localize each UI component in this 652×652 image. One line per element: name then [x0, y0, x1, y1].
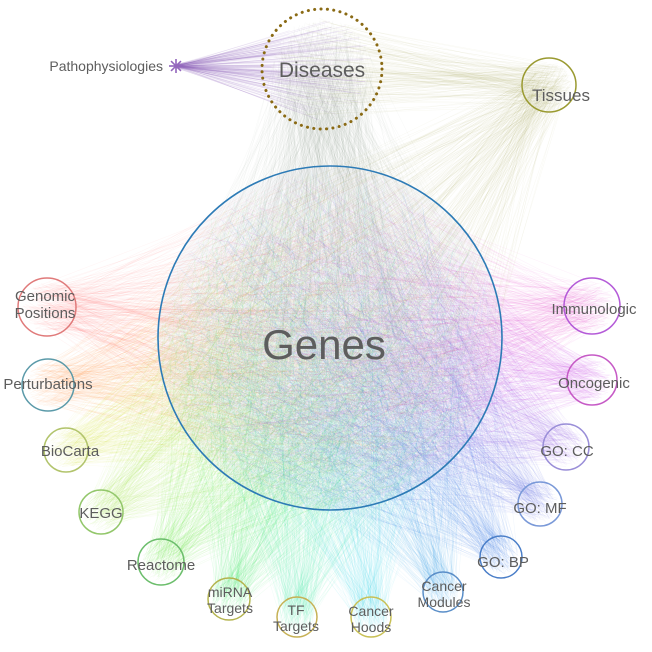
edge-bundle-tissues-diseases	[273, 18, 571, 118]
node-oncogenic[interactable]: Oncogenic	[558, 354, 630, 406]
node-circle-go-mf[interactable]	[517, 481, 563, 527]
node-circle-cancer-hoods[interactable]	[350, 596, 392, 638]
edge-bundle-kegg-genes	[82, 173, 488, 531]
edge-bundle-perturbations-genes	[25, 175, 496, 497]
node-label-reactome[interactable]: Reactome	[127, 557, 195, 574]
node-circle-oncogenic[interactable]	[566, 354, 618, 406]
node-circle-genes[interactable]	[157, 165, 503, 511]
edge-bundle-oncogenic-genes	[167, 173, 613, 506]
edge-bundle-pathophysiologies-diseases	[174, 20, 371, 120]
node-circle-biocarta[interactable]	[43, 427, 89, 473]
node-circle-tissues[interactable]	[521, 57, 577, 113]
node-label-biocarta[interactable]: BioCarta	[41, 443, 100, 460]
node-label-genes[interactable]: Genes	[262, 321, 386, 368]
node-circle-cancer-modules[interactable]	[422, 571, 464, 613]
edge-bundle-immunologic-genes	[163, 178, 616, 504]
edge-bundle-cancer-modules-genes	[168, 170, 495, 609]
pathophysiologies-star-icon[interactable]	[169, 59, 183, 73]
node-go-bp[interactable]: GO: BP	[477, 535, 529, 579]
edge-bundles	[22, 18, 616, 634]
edge-bundle-mirna-targets-genes	[167, 189, 492, 616]
edge-bundle-cancer-hoods-genes	[162, 169, 491, 634]
edge-bundle-biocarta-genes	[47, 169, 490, 497]
node-go-cc[interactable]: GO: CC	[540, 423, 594, 471]
node-genes[interactable]: Genes	[157, 165, 503, 511]
node-label-kegg[interactable]: KEGG	[79, 505, 122, 522]
node-immunologic[interactable]: Immunologic	[551, 277, 637, 335]
node-circle-reactome[interactable]	[137, 538, 185, 586]
node-pathophysiologies[interactable]: Pathophysiologies	[49, 58, 183, 74]
node-label-go-cc[interactable]: GO: CC	[540, 443, 594, 460]
node-circle-genomic-positions[interactable]	[17, 277, 77, 337]
edge-bundle-go-cc-genes	[166, 174, 585, 506]
node-tissues[interactable]: Tissues	[521, 57, 590, 113]
node-biocarta[interactable]: BioCarta	[41, 427, 100, 473]
node-label-tissues[interactable]: Tissues	[532, 86, 590, 105]
node-circle-mirna-targets[interactable]	[207, 577, 251, 621]
node-circle-perturbations[interactable]	[21, 358, 75, 412]
node-label-go-mf[interactable]: GO: MF	[513, 500, 566, 517]
edge-bundle-go-mf-genes	[169, 174, 558, 523]
edge-bundle-tissues-genes	[167, 63, 572, 501]
edge-bundle-diseases-genes	[161, 19, 490, 504]
node-circle-tf-targets[interactable]	[276, 596, 318, 638]
node-circle-diseases[interactable]	[260, 7, 384, 131]
edge-bundle-genomic-positions-genes	[22, 173, 490, 502]
edge-bundle-go-bp-genes	[161, 174, 519, 575]
node-circle-kegg[interactable]	[78, 489, 124, 535]
node-circle-immunologic[interactable]	[563, 277, 621, 335]
node-label-immunologic[interactable]: Immunologic	[551, 301, 637, 318]
node-label-go-bp[interactable]: GO: BP	[477, 554, 529, 571]
node-label-oncogenic[interactable]: Oncogenic	[558, 375, 630, 392]
node-label-perturbations[interactable]: Perturbations	[3, 376, 92, 393]
node-perturbations[interactable]: Perturbations	[3, 358, 93, 412]
node-go-mf[interactable]: GO: MF	[513, 481, 567, 527]
node-circle-go-cc[interactable]	[542, 423, 590, 471]
node-reactome[interactable]: Reactome	[127, 538, 195, 586]
node-diseases[interactable]: Diseases	[260, 7, 384, 131]
node-label-diseases[interactable]: Diseases	[279, 59, 365, 82]
node-kegg[interactable]: KEGG	[78, 489, 124, 535]
edge-bundle-tf-targets-genes	[163, 173, 486, 634]
node-circle-go-bp[interactable]	[479, 535, 523, 579]
node-label-pathophysiologies[interactable]: Pathophysiologies	[49, 58, 163, 74]
